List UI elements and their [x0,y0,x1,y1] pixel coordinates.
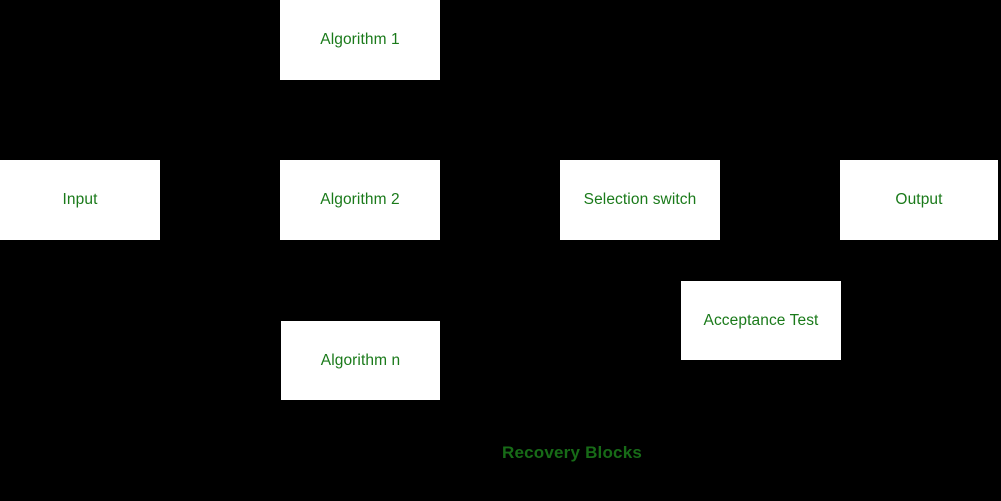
node-selection-switch[interactable]: Selection switch [560,160,720,240]
node-algorithm-1[interactable]: Algorithm 1 [280,0,440,80]
node-algorithm-n[interactable]: Algorithm n [281,321,440,400]
node-output-label: Output [895,191,943,209]
node-algorithm-2-label: Algorithm 2 [320,191,400,209]
node-algorithm-2[interactable]: Algorithm 2 [280,160,440,240]
node-input[interactable]: Input [0,160,160,240]
node-selection-switch-label: Selection switch [583,191,697,209]
diagram-caption: Recovery Blocks [502,443,643,462]
node-acceptance-test[interactable]: Acceptance Test [681,281,841,360]
node-acceptance-test-label: Acceptance Test [703,311,819,329]
node-algorithm-1-label: Algorithm 1 [320,31,400,49]
node-algorithm-n-label: Algorithm n [320,351,401,369]
node-input-label: Input [62,191,98,209]
node-output[interactable]: Output [840,160,998,240]
